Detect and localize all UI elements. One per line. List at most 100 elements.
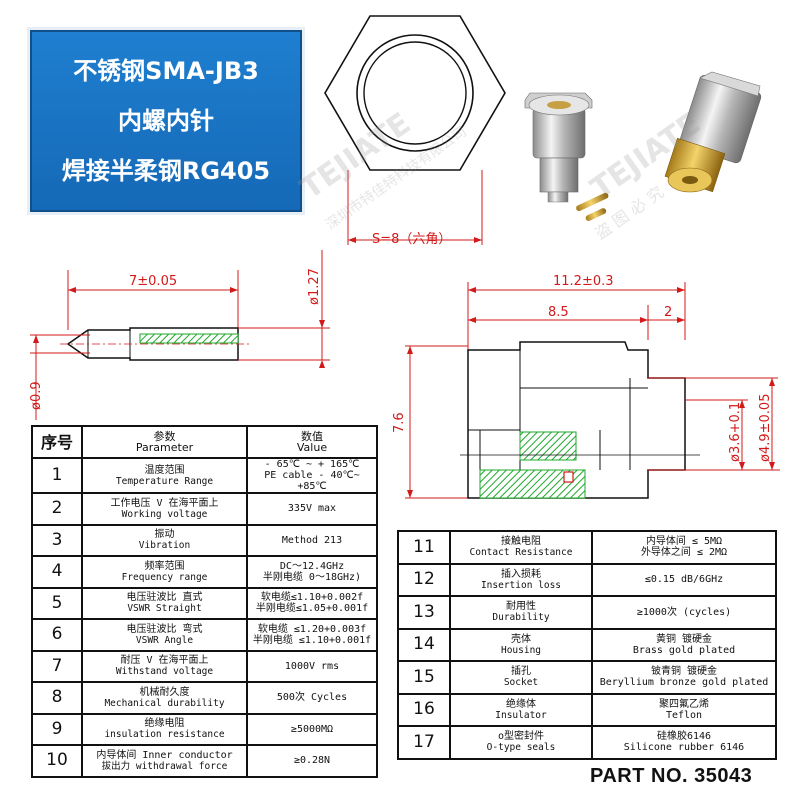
pin-length-label: 7±0.05 <box>129 274 177 289</box>
title-line-2: 内螺内针 <box>118 107 214 135</box>
row-value-1: ≥1000次 (cycles) <box>636 606 732 618</box>
row-parameter-en: Housing <box>500 644 542 656</box>
row-parameter-en: Withstand voltage <box>115 666 214 678</box>
row-number: 17 <box>397 725 451 760</box>
row-parameter-en: Insulator <box>495 709 547 721</box>
row-number: 14 <box>397 627 451 662</box>
row-value-2: Beryllium bronze gold plated <box>599 677 769 689</box>
pin-small-dia-label: ø0.9 <box>29 381 44 410</box>
row-value: ≥0.28N <box>246 744 378 778</box>
row-parameter-cn: 插入损耗 <box>501 568 541 580</box>
row-parameter-cn: 工作电压 V 在海平面上 <box>110 497 219 509</box>
row-parameter-en: Durability <box>492 612 550 624</box>
watermark-brand: TEJIATE <box>295 106 418 206</box>
total-length-label: 11.2±0.3 <box>553 274 614 289</box>
row-number: 5 <box>31 586 83 620</box>
row-number: 10 <box>31 744 83 778</box>
row-value-1: 500次 Cycles <box>276 692 348 704</box>
row-value-1: ≤0.15 dB/6GHz <box>644 574 724 586</box>
row-parameter-en: insulation resistance <box>104 729 225 741</box>
header-param-cn: 参数 <box>153 430 176 443</box>
row-value-1: 软电缆 ≤1.20+0.003f <box>257 623 367 635</box>
row-value-1: DC～12.4GHz <box>279 560 345 572</box>
row-value: Method 213 <box>246 523 378 557</box>
header-value-en: Value <box>296 441 328 454</box>
row-parameter-en: Frequency range <box>121 571 208 583</box>
row-value-1: 铍青铜 镀硬金 <box>650 666 718 678</box>
pin-dia-label: ø1.27 <box>307 268 322 305</box>
inner-dia-label: ø3.6+0.1 <box>728 402 743 462</box>
row-parameter-cn: 机械耐久度 <box>139 686 190 698</box>
hex-size-label: S=8（六角） <box>372 232 451 247</box>
row-value-1: 内导体间 ≤ 5MΩ <box>645 536 723 548</box>
row-number: 6 <box>31 618 83 652</box>
row-parameter-cn: 绝缘体 <box>506 698 536 710</box>
row-value-2: PE cable - 40℃~ +85℃ <box>264 470 360 492</box>
row-value: 335V max <box>246 492 378 526</box>
row-value-1: 黄铜 镀硬金 <box>655 633 713 645</box>
watermark: TEJIATE 深圳市特佳特科技有限公司 TEJIATE 盗 图 必 究 <box>295 106 708 243</box>
row-number: 4 <box>31 555 83 589</box>
row-parameter-en: Mechanical durability <box>104 697 225 709</box>
header-param: 参数 Parameter <box>81 425 248 459</box>
row-value-2: 半刚电缆 0～18GHz) <box>262 571 362 583</box>
part-number: PART NO. 35043 <box>590 765 753 787</box>
title-line-3: 焊接半柔钢RG405 <box>61 157 271 185</box>
row-parameter-en: Temperature Range <box>115 475 214 487</box>
row-number: 3 <box>31 523 83 557</box>
row-number: 1 <box>31 457 83 494</box>
row-value: ≥5000MΩ <box>246 712 378 746</box>
row-value-1: 335V max <box>287 503 337 515</box>
row-parameter-cn: 耐压 V 在海平面上 <box>120 655 209 667</box>
row-value-2: Teflon <box>665 709 703 721</box>
row-parameter-cn: 接触电阻 <box>501 536 541 548</box>
row-parameter-cn: 插孔 <box>511 666 531 678</box>
title-banner: 不锈钢SMA-JB3 内螺内针 焊接半柔钢RG405 <box>30 30 302 212</box>
row-number: 7 <box>31 649 83 683</box>
height-label: 7.6 <box>392 412 407 433</box>
row-parameter-cn: 内导体间 Inner conductor <box>96 749 233 761</box>
row-parameter-en: O-type seals <box>486 742 556 754</box>
pin-drawing: 7±0.05 ø1.27 ø0.9 <box>29 250 330 420</box>
row-value: 500次 Cycles <box>246 681 378 715</box>
row-value-2: 半刚电缆 ≤1.10+0.001f <box>252 634 372 646</box>
row-value-1: 硅橡胶6146 <box>656 731 712 743</box>
row-number: 8 <box>31 681 83 715</box>
header-param-en: Parameter <box>135 441 194 454</box>
row-parameter-en: Working voltage <box>121 508 208 520</box>
row-parameter-cn: 电压驻波比 直式 <box>126 592 203 604</box>
row-value-2: 外导体之间 ≤ 2MΩ <box>640 547 728 559</box>
row-value-1: 1000V rms <box>284 660 340 672</box>
outer-dia-label: ø4.9±0.05 <box>758 394 773 462</box>
row-value-1: ≥5000MΩ <box>290 723 334 735</box>
row-value-1: - 65℃ ~ + 165℃ <box>264 459 360 470</box>
row-parameter-en: Vibration <box>138 540 191 552</box>
